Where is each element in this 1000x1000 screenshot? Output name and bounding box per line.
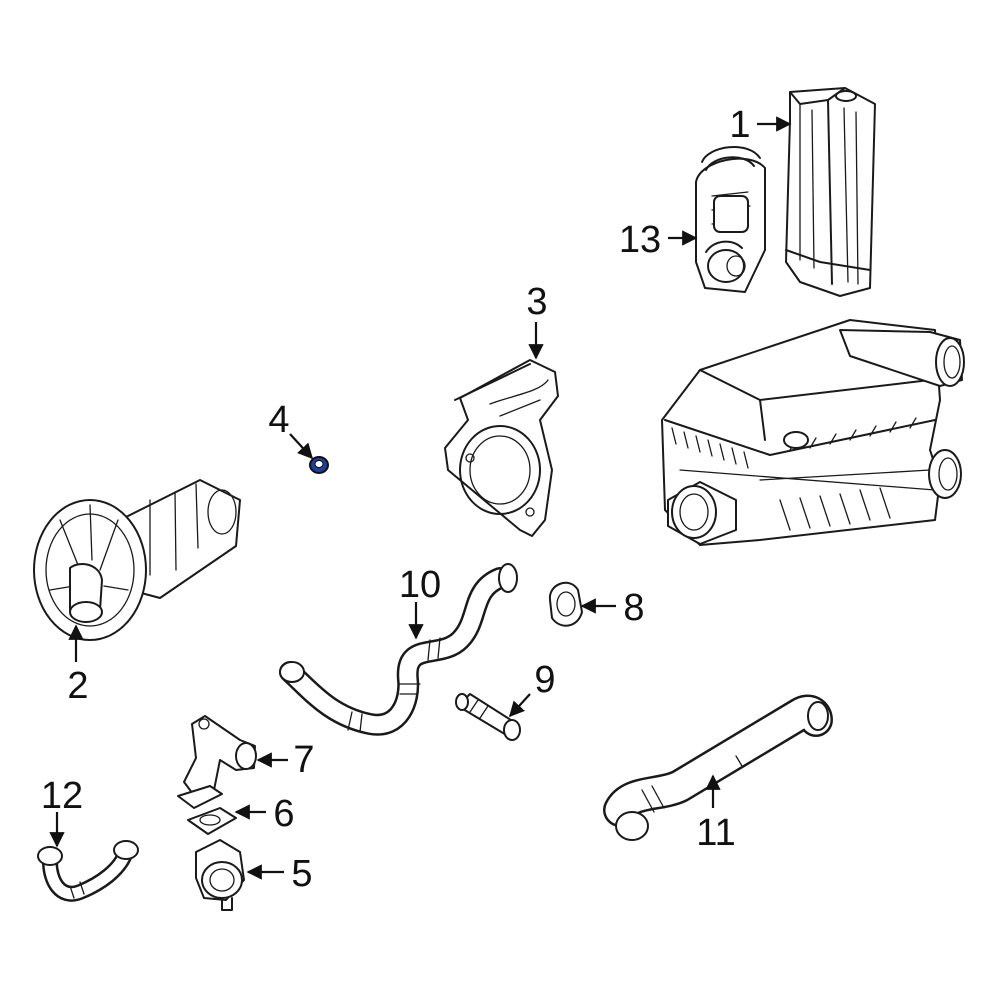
part-1-canister: [785, 87, 876, 297]
part-10-hose: [279, 563, 518, 736]
callout-label-8: 8: [623, 587, 644, 629]
callout-labels: 1 2 3 4 5 6 7 8 9 10 11 12 13: [41, 104, 751, 895]
callout-label-5: 5: [291, 853, 312, 895]
part-6-gasket: [177, 785, 237, 835]
callout-label-12: 12: [41, 775, 83, 817]
callout-label-6: 6: [273, 793, 294, 835]
callout-label-2: 2: [67, 665, 88, 707]
part-7-fitting: [183, 715, 257, 799]
part-3-bracket: [444, 359, 559, 537]
callout-label-11: 11: [696, 812, 735, 854]
part-2-air-pump: [33, 479, 241, 641]
callout-label-4: 4: [268, 399, 289, 441]
air-cleaner-housing: [661, 319, 965, 546]
callout-label-9: 9: [534, 659, 555, 701]
part-4-nut: [309, 456, 329, 474]
part-12-hose: [37, 840, 139, 902]
callout-label-1: 1: [729, 104, 750, 146]
part-11-intake-hose: [603, 694, 833, 841]
callout-label-10: 10: [399, 564, 441, 606]
part-5-check-valve: [195, 839, 245, 911]
callout-arrow-4: [289, 433, 314, 460]
part-8-gasket: [548, 581, 583, 627]
callout-label-7: 7: [293, 739, 314, 781]
callout-label-3: 3: [526, 281, 547, 323]
part-9-valve: [455, 693, 521, 741]
callout-arrow-9: [508, 693, 531, 718]
callout-label-13: 13: [619, 219, 661, 261]
part-13-valve: [695, 145, 766, 293]
callout-arrows: [49, 116, 792, 880]
